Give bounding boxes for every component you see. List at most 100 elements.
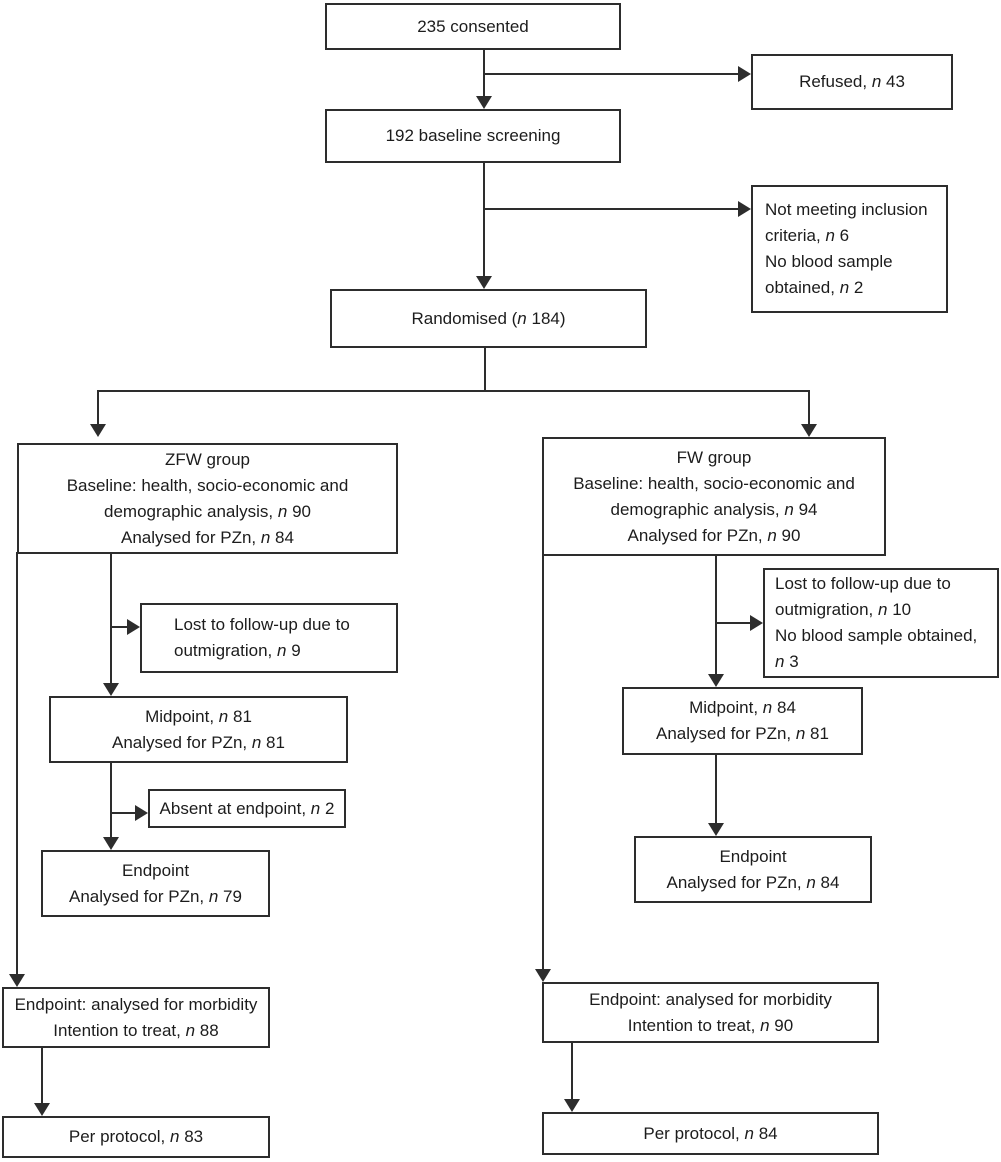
arrowhead-into-not-meeting	[738, 201, 751, 217]
connector-to-lost-zfw	[111, 626, 127, 628]
italic-n: n	[744, 1123, 754, 1143]
box-text-line: Intention to treat, n 90	[627, 1015, 794, 1035]
box-text-line: criteria, n 6	[765, 226, 850, 245]
box-text-line: Refused, n 43	[799, 72, 905, 91]
box-not-meeting-criteria: Not meeting inclusion criteria, n 6 No blo…	[751, 185, 948, 313]
box-text-line: Midpoint, n 81	[145, 706, 252, 726]
italic-n: n	[839, 278, 850, 297]
box-text-line: Analysed for PZn, n 81	[656, 724, 829, 743]
connector-midpoint-to-endpoint-zfw	[110, 763, 112, 837]
connector-fw-to-morbidity	[542, 554, 544, 969]
arrowhead-into-morbidity-zfw	[9, 974, 25, 987]
italic-n: n	[795, 724, 806, 743]
box-text-line: 192 baseline screening	[385, 126, 561, 145]
italic-n: n	[208, 886, 219, 906]
box-text-line: Endpoint: analysed for morbidity	[14, 994, 258, 1014]
arrowhead-into-refused	[738, 66, 751, 82]
box-text-line: Intention to treat, n 88	[53, 1020, 219, 1040]
italic-n: n	[170, 1127, 180, 1146]
arrowhead-into-screening	[476, 96, 492, 109]
arrowhead-into-perprotocol-fw	[564, 1099, 580, 1112]
italic-n: n	[784, 499, 794, 519]
italic-n: n	[871, 72, 882, 91]
box-text-line: ZFW group	[164, 449, 251, 469]
arrowhead-into-midpoint-fw	[708, 674, 724, 687]
box-baseline-screening: 192 baseline screening	[325, 109, 621, 163]
connector-to-refused	[484, 73, 738, 75]
italic-n: n	[277, 641, 287, 660]
arrowhead-into-endpoint-zfw	[103, 837, 119, 850]
box-per-protocol-zfw: Per protocol, n 83	[2, 1116, 270, 1158]
box-absent-endpoint-zfw: Absent at endpoint, n 2	[148, 789, 346, 828]
connector-randomised-stem	[484, 348, 486, 392]
arrowhead-into-randomised	[476, 276, 492, 289]
connector-morbidity-to-perprotocol-fw	[571, 1043, 573, 1099]
box-text-line: Absent at endpoint, n 2	[159, 798, 335, 818]
box-text-line: Midpoint, n 84	[689, 698, 796, 717]
arrowhead-into-perprotocol-zfw	[34, 1103, 50, 1116]
box-text-line: outmigration, n 10	[775, 600, 912, 619]
box-per-protocol-fw: Per protocol, n 84	[542, 1112, 879, 1155]
italic-n: n	[260, 527, 271, 547]
italic-n: n	[878, 600, 888, 619]
arrowhead-into-fw	[801, 424, 817, 437]
connector-to-not-meeting	[484, 208, 738, 210]
box-text-line: Not meeting inclusion	[765, 200, 928, 219]
italic-n: n	[775, 652, 785, 671]
arrowhead-into-absent-zfw	[135, 805, 148, 821]
box-midpoint-fw: Midpoint, n 84 Analysed for PZn, n 81	[622, 687, 863, 755]
box-midpoint-zfw: Midpoint, n 81 Analysed for PZn, n 81	[49, 696, 348, 763]
italic-n: n	[251, 732, 262, 752]
box-text-line: Per protocol, n 83	[68, 1127, 204, 1146]
arrowhead-into-midpoint-zfw	[103, 683, 119, 696]
arrowhead-into-endpoint-fw	[708, 823, 724, 836]
italic-n: n	[310, 798, 321, 818]
box-text-line: FW group	[676, 447, 752, 467]
box-text-line: outmigration, n 9	[174, 641, 301, 660]
box-text-line: Baseline: health, socio-economic and	[573, 473, 855, 493]
italic-n: n	[277, 501, 288, 521]
box-randomised: Randomised (n 184)	[330, 289, 647, 348]
connector-branch-to-fw	[808, 390, 810, 424]
arrowhead-into-lost-fw	[750, 615, 763, 631]
box-lost-followup-fw: Lost to follow-up due to outmigration, n …	[763, 568, 999, 678]
connector-midpoint-to-endpoint-fw	[715, 755, 717, 823]
box-text-line: Lost to follow-up due to	[775, 574, 951, 593]
arrowhead-into-lost-zfw	[127, 619, 140, 635]
box-text-line: Analysed for PZn, n 81	[112, 732, 285, 752]
box-refused: Refused, n 43	[751, 54, 953, 110]
connector-branch-to-zfw	[97, 390, 99, 424]
box-text-line: Baseline: health, socio-economic and	[66, 475, 349, 495]
box-text-line: demographic analysis, n 94	[610, 499, 818, 519]
connector-zfw-to-midpoint	[110, 552, 112, 683]
box-text-line: Endpoint: analysed for morbidity	[589, 989, 832, 1009]
arrowhead-into-morbidity-fw	[535, 969, 551, 982]
box-text-line: 235 consented	[417, 16, 529, 36]
connector-randomised-branch	[97, 390, 810, 392]
box-text-line: No blood sample	[765, 252, 893, 271]
box-text-line: Lost to follow-up due to	[174, 615, 350, 634]
box-text-line: Per protocol, n 84	[643, 1123, 778, 1143]
box-text-line: Endpoint	[121, 860, 190, 880]
box-text-line: demographic analysis, n 90	[104, 501, 311, 521]
box-text-line: Analysed for PZn, n 84	[666, 872, 840, 892]
box-text-line: No blood sample obtained,	[775, 626, 978, 645]
box-text-line: Analysed for PZn, n 84	[121, 527, 294, 547]
italic-n: n	[218, 706, 229, 726]
italic-n: n	[767, 525, 777, 545]
connector-zfw-to-morbidity	[16, 552, 18, 974]
connector-fw-to-midpoint	[715, 554, 717, 674]
box-text-line: Analysed for PZn, n 90	[627, 525, 801, 545]
arrowhead-into-zfw	[90, 424, 106, 437]
italic-n: n	[762, 698, 773, 717]
box-text-line: obtained, n 2	[765, 278, 864, 297]
connector-morbidity-to-perprotocol-zfw	[41, 1048, 43, 1103]
box-text-line: Randomised (n 184)	[411, 308, 566, 328]
box-lost-followup-zfw: Lost to follow-up due to outmigration, n …	[140, 603, 398, 673]
